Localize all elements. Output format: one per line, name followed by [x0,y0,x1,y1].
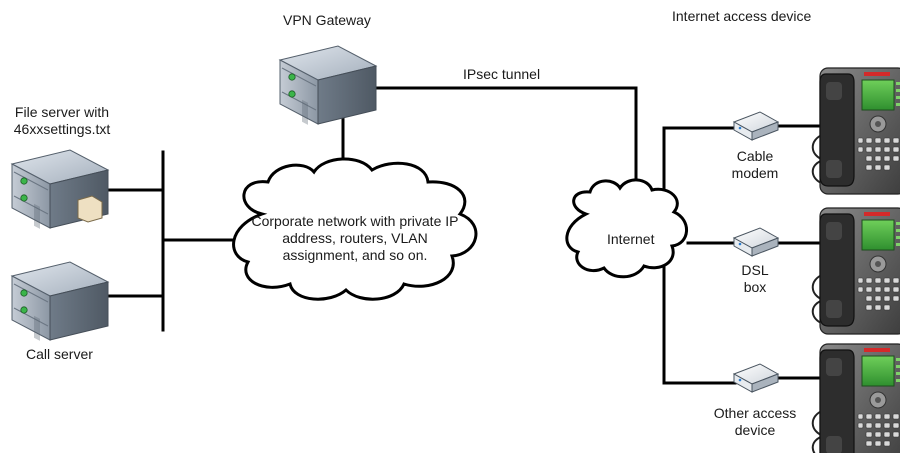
dsl-box-label-line1: DSL [741,262,769,278]
file-server-label-line1: File server with [14,104,110,120]
call-server-label: Call server [26,346,93,362]
ipsec-tunnel-line [368,86,638,202]
cable-modem-label-line1: Cable [736,148,774,164]
internet-to-cable-link [662,126,737,217]
desk-ip-phone-icon [811,343,900,453]
corporate-network-cloud [232,157,478,301]
vpn-gateway-icon [279,45,377,126]
other-access-device-label-line2: device [734,422,776,438]
dsl-box-label: DSL box [722,262,788,296]
call-server-icon [11,261,109,342]
other-access-device-label-line1: Other access [713,405,797,421]
desk-ip-phone-icon [811,207,900,335]
desk-ip-phone-icon [811,67,900,195]
cable-modem-label-line2: modem [731,165,779,181]
file-icon [77,195,103,223]
corporate-network-label: Corporate network with private IP addres… [251,213,459,263]
connection-lines [104,86,824,385]
dsl-box-label-line2: box [743,279,767,295]
dsl-box-icon [733,227,779,257]
internet-to-other-link [662,260,737,385]
vpn-gateway-label: VPN Gateway [283,12,371,28]
internet-label: Internet [607,231,655,247]
ipsec-tunnel-label: IPsec tunnel [463,66,541,82]
cable-modem-icon [733,111,779,141]
internet-access-device-label: Internet access device [672,8,812,24]
other-access-device-icon [733,363,779,393]
other-access-device-label: Other access device [700,405,810,439]
file-server-label-line2: 46xxsettings.txt [13,121,111,137]
cable-modem-label: Cable modem [722,148,788,182]
file-server-label: File server with 46xxsettings.txt [2,104,122,138]
internet-cloud [565,178,688,279]
